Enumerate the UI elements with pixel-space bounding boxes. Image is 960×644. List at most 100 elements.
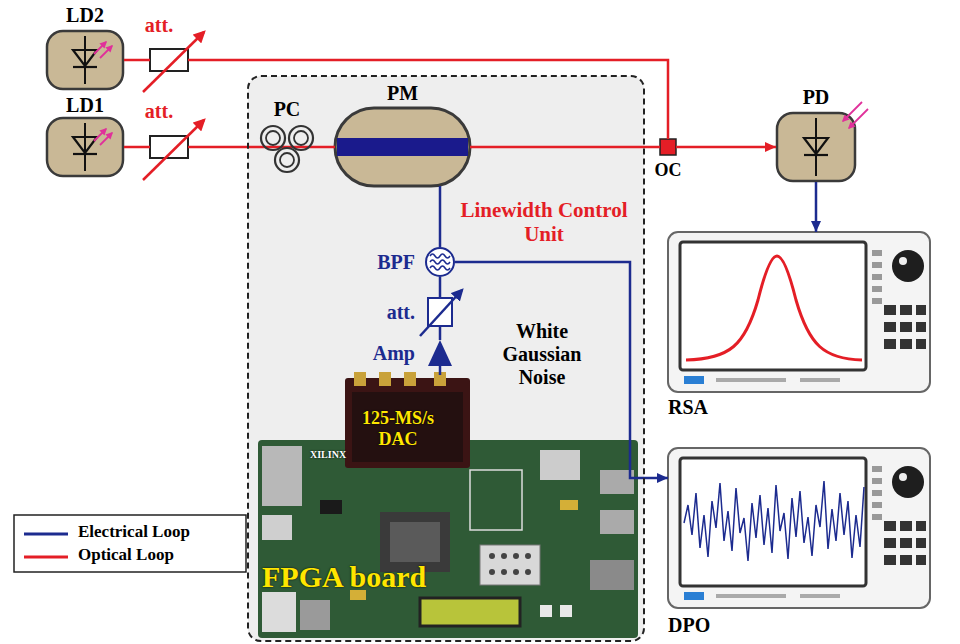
instrument-dpo-part [872, 478, 882, 484]
connector-line [439, 186, 442, 247]
polarization-controller-part [294, 131, 308, 145]
laser-diode: LD1 [46, 117, 124, 177]
instrument-rsa-part [800, 378, 840, 382]
legend-box-part [24, 556, 68, 559]
connector [124, 147, 150, 148]
instrument-rsa [668, 232, 930, 392]
laser-diode-icon-part [73, 153, 97, 155]
bandpass-filter-part [430, 266, 450, 270]
fpga-board-photo-part [480, 545, 540, 585]
polarization-controller-part [280, 153, 294, 167]
fpga-board-photo-part [489, 553, 495, 559]
connector [455, 262, 668, 483]
region-ground-part [248, 76, 644, 641]
connector [188, 60, 668, 139]
instrument-rsa-part [916, 322, 926, 332]
instrument-dpo-part [900, 538, 912, 548]
instrument-rsa-part [916, 305, 926, 315]
laser-diode-icon-part [47, 118, 123, 176]
polarization-controller-part [275, 148, 299, 172]
legend-text: Electrical Loop [78, 522, 238, 542]
spectrum-analyzer: RSA [668, 232, 930, 392]
instrument-dpo-part [916, 521, 926, 531]
dac-board-photo-part [404, 372, 416, 386]
laser-diode-icon-part [47, 31, 123, 89]
instrument-dpo-part [684, 592, 704, 600]
connector-line [188, 60, 668, 139]
fpga-board-photo-part [262, 515, 292, 540]
connector-line [439, 326, 442, 340]
phase-modulator-part [337, 138, 468, 156]
connector-line [470, 146, 660, 149]
arrowhead [765, 142, 776, 152]
instrument-dpo-part [872, 502, 882, 508]
instrument-dpo-part [872, 490, 882, 496]
laser-diode-icon [47, 118, 123, 176]
instrument-dpo-part [684, 481, 864, 561]
fpga-board-photo-part [525, 569, 531, 575]
instrument-dpo-part [872, 466, 882, 472]
instrument-rsa-part [899, 257, 907, 265]
laser-diode-icon-part [94, 129, 106, 141]
node-label: BPF [355, 251, 415, 274]
node-label: FPGA board [262, 560, 482, 595]
instrument-dpo-part [716, 594, 786, 598]
fpga-board-photo-part [600, 510, 634, 534]
connector-line [124, 59, 150, 62]
connector [470, 147, 660, 148]
fpga-board-photo-part [540, 450, 580, 480]
legend-box-part [14, 515, 246, 572]
dac-board-photo-part [345, 378, 470, 468]
instrument-dpo-part [884, 521, 896, 531]
laser-diode-icon-part [100, 133, 112, 145]
node-label: LD2 [46, 4, 124, 27]
phase-modulator [335, 108, 470, 186]
attenuator: att. [150, 49, 188, 71]
fpga-board-photo-part [560, 500, 578, 510]
instrument-dpo-part [800, 594, 840, 598]
instrument-rsa-part [872, 298, 882, 304]
laser-diode-icon-part [100, 46, 112, 58]
connector [811, 182, 821, 232]
instrument-rsa-part [872, 250, 882, 256]
fpga-board-photo-part [501, 569, 507, 575]
polarization-controller-part [266, 131, 280, 145]
node-label: DPO [668, 614, 758, 637]
arrowhead [811, 221, 821, 232]
instrument-dpo-part [900, 555, 912, 565]
fpga-board-photo-part [262, 592, 296, 632]
fpga-board-photo [258, 440, 638, 638]
fpga-board-photo-part [390, 522, 440, 562]
node-label: RSA [668, 396, 758, 419]
node-label: att. [134, 100, 184, 123]
amplifier-symbol [428, 340, 452, 366]
node-label: att. [134, 14, 184, 37]
instrument-dpo-part [872, 514, 882, 520]
instrument-dpo-part [892, 466, 924, 498]
dac-board: 125-MS/s DAC [345, 375, 470, 468]
node-label: PM [335, 82, 470, 105]
fpga-board-photo-part [320, 500, 342, 514]
connector [440, 186, 441, 247]
instrument-rsa-part [916, 339, 926, 349]
connector-line [455, 262, 668, 478]
amplifier: Amp [428, 340, 452, 366]
instrument-rsa-part [884, 339, 896, 349]
optical-coupler-part [660, 139, 676, 155]
laser-diode-icon-part [94, 42, 106, 54]
photodiode: PD [776, 112, 856, 182]
bandpass-filter-part [430, 254, 450, 258]
polarization-controller-part [261, 126, 285, 150]
amplifier-symbol-part [428, 340, 452, 366]
fpga-board: FPGA board [258, 470, 638, 638]
instrument-rsa-part [900, 322, 912, 332]
instrument-dpo-part [680, 458, 866, 586]
photodiode-icon-part [804, 138, 828, 154]
node-label: 125-MS/s DAC [350, 408, 446, 449]
fpga-board-photo-part [300, 600, 330, 630]
node-label: LD1 [46, 94, 124, 117]
fpga-board-photo-part [590, 560, 634, 590]
variable-attenuator-part [143, 32, 204, 92]
laser-diode-icon-part [73, 137, 97, 153]
